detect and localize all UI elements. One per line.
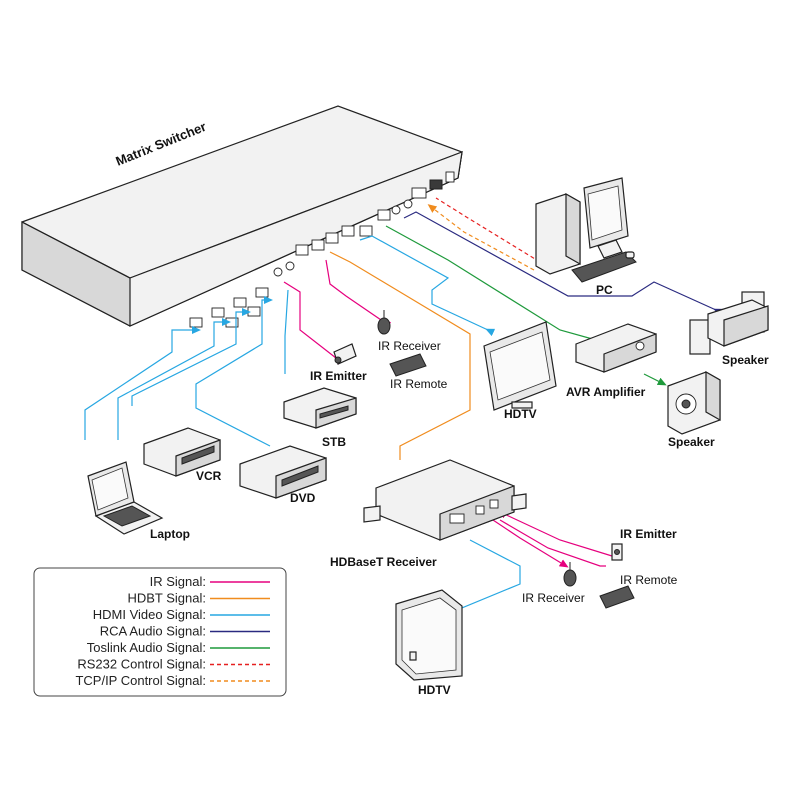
- vcr-label: VCR: [196, 469, 222, 483]
- dvd-label: DVD: [290, 491, 316, 505]
- ir-receiver-bottom-label: IR Receiver: [522, 591, 585, 605]
- ir-remote-bottom-label: IR Remote: [620, 573, 678, 587]
- pc-label: PC: [596, 283, 613, 297]
- ir-receiver-bottom-icon: [563, 562, 577, 587]
- hdtv-bottom-icon: [395, 589, 463, 681]
- hdbaset-receiver-label: HDBaseT Receiver: [330, 555, 437, 569]
- hdtv-top-label: HDTV: [504, 407, 537, 421]
- ir-remote-top-label: IR Remote: [390, 377, 448, 391]
- stb-icon: [283, 387, 357, 429]
- ir-emitter-top-icon: [333, 343, 357, 365]
- ir-receiver-top-label: IR Receiver: [378, 339, 441, 353]
- ir-emitter-top-label: IR Emitter: [310, 369, 367, 383]
- ir-receiver-top-icon: [377, 310, 391, 335]
- avr-amplifier-icon: [575, 323, 657, 373]
- speaker-bottom-label: Speaker: [668, 435, 715, 449]
- legend-label: HDMI Video Signal:: [93, 607, 206, 622]
- dvd-icon: [239, 445, 327, 499]
- laptop-icon: [87, 461, 164, 535]
- speaker-top-label: Speaker: [722, 353, 769, 367]
- ir-remote-top-icon: [389, 353, 427, 377]
- legend-label: IR Signal:: [150, 574, 206, 589]
- hdtv-bottom-label: HDTV: [418, 683, 451, 697]
- speaker-bottom-icon: [667, 370, 721, 435]
- legend-label: TCP/IP Control Signal:: [75, 673, 206, 688]
- legend-label: RS232 Control Signal:: [77, 657, 206, 672]
- ir-emitter-bottom-icon: [611, 543, 623, 561]
- avr-label: AVR Amplifier: [566, 385, 646, 399]
- legend-label: RCA Audio Signal:: [100, 624, 206, 639]
- ir-emitter-bottom-label: IR Emitter: [620, 527, 677, 541]
- laptop-label: Laptop: [150, 527, 190, 541]
- hdbaset-receiver-icon: [363, 459, 527, 541]
- matrix-switcher: Matrix Switcher: [21, 105, 463, 328]
- hdtv-top-icon: [483, 321, 557, 411]
- legend: IR Signal: HDBT Signal:HDMI Video Signal:…: [33, 567, 287, 697]
- matrix-rear-ports: [189, 171, 455, 328]
- legend-label: Toslink Audio Signal:: [87, 640, 206, 655]
- stb-label: STB: [322, 435, 346, 449]
- signal-lines: [84, 197, 724, 616]
- vcr-icon: [143, 427, 221, 477]
- legend-items: IR Signal: HDBT Signal:HDMI Video Signal:…: [75, 574, 270, 688]
- legend-label: HDBT Signal:: [127, 591, 206, 606]
- pc-icon: [535, 177, 637, 283]
- speaker-top-icon: [689, 291, 769, 355]
- ir-remote-bottom-icon: [599, 585, 635, 609]
